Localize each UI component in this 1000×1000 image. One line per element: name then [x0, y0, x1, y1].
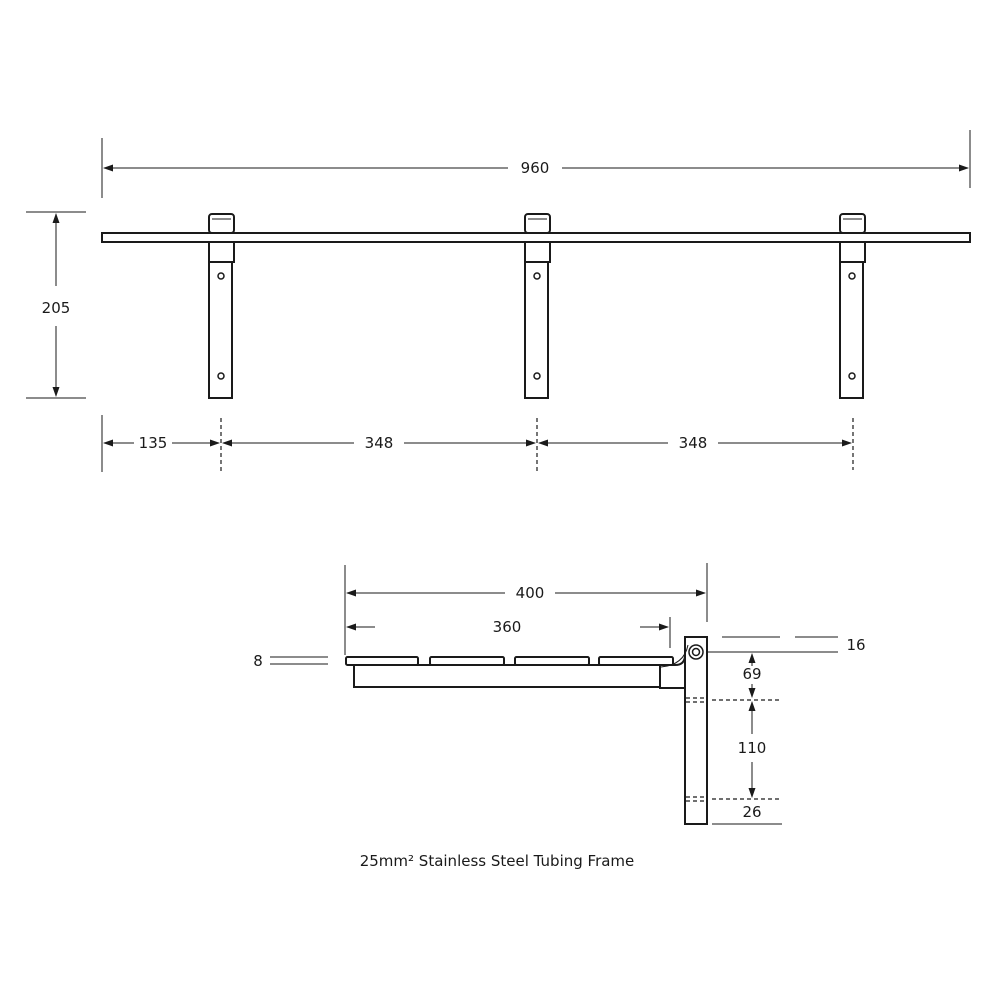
dimension-slat-span: 360 — [346, 617, 671, 648]
seat-slat — [429, 656, 505, 666]
wall-bracket-middle — [524, 213, 551, 399]
wall-post — [684, 636, 708, 825]
dim-110-label: 110 — [738, 739, 767, 757]
dim-69-label: 69 — [742, 665, 761, 683]
seat-frame-rail — [353, 664, 669, 688]
dimension-lower-gap: 26 — [712, 803, 782, 825]
wall-bracket-left — [208, 213, 235, 399]
seat-slat — [345, 656, 419, 666]
dim-205-label: 205 — [42, 299, 71, 317]
dim-348-left-label: 348 — [365, 434, 394, 452]
dim-360-label: 360 — [493, 618, 522, 636]
dimension-slat-thickness: 8 — [253, 652, 328, 670]
drawing-caption: 25mm² Stainless Steel Tubing Frame — [360, 852, 635, 870]
dimension-overall-width: 960 — [101, 130, 971, 198]
seat-slat — [598, 656, 674, 666]
dim-8-label: 8 — [253, 652, 263, 670]
dim-348-right-label: 348 — [679, 434, 708, 452]
side-view: 400 360 8 — [253, 563, 866, 825]
dimension-seat-depth: 400 — [344, 563, 708, 655]
wall-bracket-right — [839, 213, 866, 399]
dimension-height: 205 — [26, 211, 86, 399]
dim-26-label: 26 — [742, 803, 761, 821]
dim-960-label: 960 — [521, 159, 550, 177]
dim-400-label: 400 — [516, 584, 545, 602]
dim-135-label: 135 — [139, 434, 168, 452]
hinge-bend — [659, 654, 686, 690]
seat-slat — [514, 656, 590, 666]
dim-16-label: 16 — [846, 636, 865, 654]
dimension-upper-gap: 69 — [742, 653, 762, 698]
dimension-pivot-top: 16 — [707, 636, 866, 654]
seat-plank — [101, 232, 971, 243]
dimension-spacing: 135 348 348 — [101, 415, 854, 474]
dimension-middle-span: 110 — [712, 699, 782, 800]
front-view: 960 205 — [26, 130, 971, 474]
